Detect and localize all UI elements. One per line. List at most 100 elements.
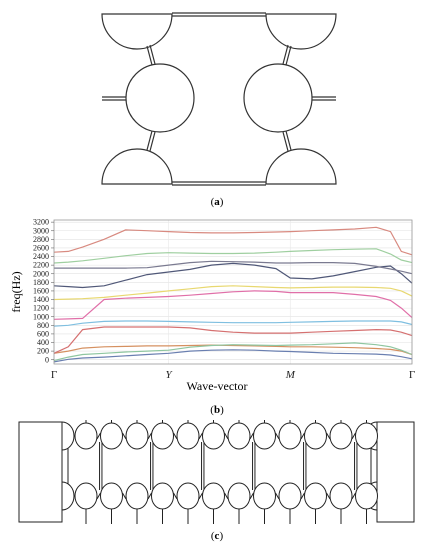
y-tick-label: 2800 — [33, 235, 49, 244]
bottom-connector — [249, 492, 254, 500]
bottom-resonator-disc — [202, 482, 225, 510]
band-line-11 — [53, 226, 413, 256]
bottom-resonator-disc — [227, 482, 251, 510]
top-right-half-disc — [265, 13, 337, 50]
caption-b: (b) — [210, 404, 224, 416]
top-resonator-disc — [176, 422, 200, 450]
bottom-connector — [147, 492, 152, 500]
bottom-resonator-disc — [253, 482, 276, 510]
top-resonator-disc — [227, 422, 251, 450]
band-line-5 — [53, 320, 413, 327]
y-tick-label: 400 — [37, 338, 49, 347]
band-line-10 — [53, 248, 413, 264]
bottom-connector — [351, 492, 356, 500]
caption-a: (a) — [210, 196, 224, 208]
right-end-block — [376, 421, 415, 523]
bottom-right-half-disc — [265, 148, 337, 185]
bottom-resonator-disc — [100, 482, 123, 510]
top-resonator-disc — [278, 422, 302, 450]
caption-c: (c) — [210, 530, 224, 542]
bottom-resonator-disc — [151, 482, 174, 510]
right-center-disc — [243, 63, 313, 133]
top-resonator-disc — [304, 422, 327, 450]
top-resonator-disc — [355, 422, 378, 450]
y-tick-label: 2200 — [33, 261, 49, 270]
top-connector — [173, 432, 178, 440]
top-connector — [351, 432, 356, 440]
y-tick-label: 2400 — [33, 252, 49, 261]
bottom-connector — [96, 492, 101, 500]
y-axis-label: freq(Hz) — [9, 271, 23, 312]
bottom-resonator-disc — [329, 482, 353, 510]
band-line-2 — [53, 344, 413, 356]
bottom-connector — [198, 492, 203, 500]
top-resonator-disc — [253, 422, 276, 450]
x-axis-label: Wave-vector — [187, 379, 248, 393]
y-tick-label: 1400 — [33, 295, 49, 304]
left-bottom-half-disc — [61, 481, 75, 511]
x-tick-label: Γ — [51, 369, 57, 381]
x-tick-label: M — [285, 369, 296, 381]
bottom-connector — [173, 492, 178, 500]
y-tick-label: 2600 — [33, 244, 49, 253]
y-tick-label: 3200 — [33, 218, 49, 227]
y-tick-label: 1000 — [33, 312, 49, 321]
bottom-connector — [224, 492, 229, 500]
top-resonator-disc — [329, 422, 353, 450]
bottom-resonator-disc — [278, 482, 302, 510]
top-connector — [300, 432, 305, 440]
resonator-strip-diagram — [18, 420, 415, 524]
top-resonator-disc — [100, 422, 123, 450]
top-resonator-disc — [151, 422, 174, 450]
y-tick-label: 600 — [37, 330, 49, 339]
band-line-9 — [54, 260, 413, 275]
top-left-half-disc — [101, 13, 173, 50]
top-resonator-disc — [74, 422, 98, 450]
top-connector — [326, 432, 331, 440]
dispersion-chart: 0200400600800100012001400160018002000220… — [9, 218, 415, 393]
top-connector — [147, 432, 152, 440]
y-tick-label: 1800 — [33, 278, 49, 287]
top-connector — [249, 432, 254, 440]
panel-c-figure — [0, 418, 434, 530]
bottom-connector — [300, 492, 305, 500]
band-line-8 — [53, 262, 413, 289]
plot-frame — [53, 219, 413, 365]
top-connector — [122, 432, 127, 440]
bottom-connector — [326, 492, 331, 500]
bottom-connector — [275, 492, 280, 500]
band-line-1 — [53, 349, 413, 363]
band-line-4 — [53, 326, 413, 354]
bottom-resonator-disc — [176, 482, 200, 510]
y-tick-label: 3000 — [33, 226, 49, 235]
bottom-resonator-disc — [304, 482, 327, 510]
y-tick-label: 800 — [37, 321, 49, 330]
top-resonator-disc — [125, 422, 149, 450]
bottom-resonator-disc — [355, 482, 378, 510]
left-end-block — [18, 421, 63, 523]
y-tick-label: 2000 — [33, 269, 49, 278]
left-center-disc — [125, 63, 195, 133]
band-line-7 — [53, 285, 413, 301]
bottom-resonator-disc — [125, 482, 149, 510]
y-tick-label: 0 — [45, 355, 49, 364]
top-connector — [275, 432, 280, 440]
bottom-resonator-disc — [74, 482, 98, 510]
band-line-6 — [53, 290, 413, 320]
y-tick-label: 1600 — [33, 287, 49, 296]
y-tick-label: 200 — [37, 347, 49, 356]
top-connector — [224, 432, 229, 440]
unit-cell-diagram — [101, 12, 337, 186]
bottom-connector — [122, 492, 127, 500]
top-connector — [198, 432, 203, 440]
band-line-3 — [53, 342, 413, 362]
bottom-left-half-disc — [101, 148, 173, 185]
top-connector — [96, 432, 101, 440]
y-tick-label: 1200 — [33, 304, 49, 313]
top-resonator-disc — [202, 422, 225, 450]
x-tick-label: Y — [165, 369, 173, 381]
x-tick-label: Γ — [409, 369, 415, 381]
left-top-half-disc — [61, 421, 75, 451]
panel-a-figure — [0, 0, 434, 192]
